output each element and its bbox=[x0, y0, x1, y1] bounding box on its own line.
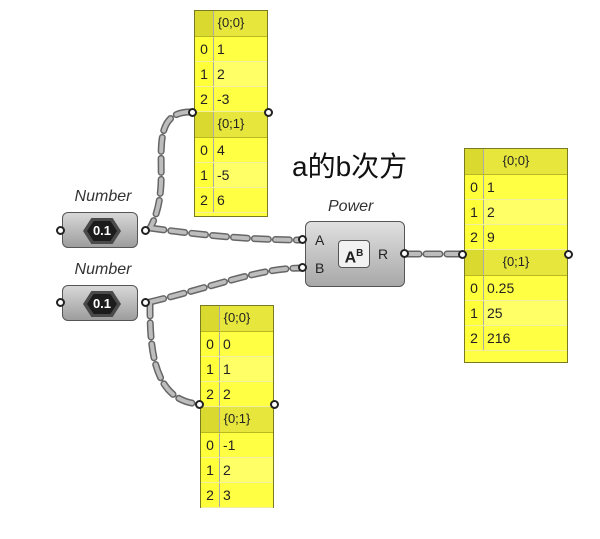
power-title: Power bbox=[328, 198, 374, 215]
panel-b-output-grip[interactable] bbox=[270, 400, 279, 409]
number-b-value: 0.1 bbox=[87, 294, 117, 314]
panel-branch-header: {0;1} bbox=[465, 250, 567, 276]
panel-a-output-grip[interactable] bbox=[264, 108, 273, 117]
power-input-a-grip[interactable] bbox=[298, 235, 307, 244]
number-a-value: 0.1 bbox=[87, 221, 117, 241]
number-b-output-grip[interactable] bbox=[141, 298, 150, 307]
power-component[interactable]: A B AB R bbox=[305, 221, 405, 287]
panel-row: 1-5 bbox=[195, 163, 267, 188]
power-output-r-grip[interactable] bbox=[400, 249, 409, 258]
wire-number-b-to-panel-b bbox=[146, 298, 204, 408]
panel-branch-header: {0;1} bbox=[201, 407, 273, 433]
panel-a-input-grip[interactable] bbox=[188, 108, 197, 117]
annotation-text: a的b次方 bbox=[292, 151, 408, 182]
number-b-component[interactable]: 0.1 bbox=[62, 285, 138, 321]
number-a-output-grip[interactable] bbox=[141, 226, 150, 235]
power-input-a-label: A bbox=[315, 232, 325, 248]
panel-branch-header: {0;0} bbox=[195, 11, 267, 37]
number-b-input-grip[interactable] bbox=[56, 298, 65, 307]
panel-row: 2-3 bbox=[195, 87, 267, 112]
panel-branch-header: {0;1} bbox=[195, 112, 267, 138]
number-a-component[interactable]: 0.1 bbox=[62, 212, 138, 248]
power-input-b-grip[interactable] bbox=[298, 263, 307, 272]
power-output-r-label: R bbox=[378, 246, 389, 262]
panel-branch-header: {0;0} bbox=[201, 306, 273, 332]
panel-b-input-grip[interactable] bbox=[195, 400, 204, 409]
number-hex-icon: 0.1 bbox=[83, 218, 121, 244]
number-a-input-grip[interactable] bbox=[56, 226, 65, 235]
panel-r-output-grip[interactable] bbox=[564, 250, 573, 259]
number-a-title: Number bbox=[74, 188, 132, 205]
panel-r-input-grip[interactable] bbox=[458, 250, 467, 259]
panel-row: 0-1 bbox=[201, 433, 273, 458]
number-hex-icon: 0.1 bbox=[83, 291, 121, 317]
panel-branch-header: {0;0} bbox=[465, 149, 567, 175]
power-icon: AB bbox=[338, 240, 370, 268]
power-input-b-label: B bbox=[315, 260, 325, 276]
number-b-title: Number bbox=[74, 261, 132, 278]
